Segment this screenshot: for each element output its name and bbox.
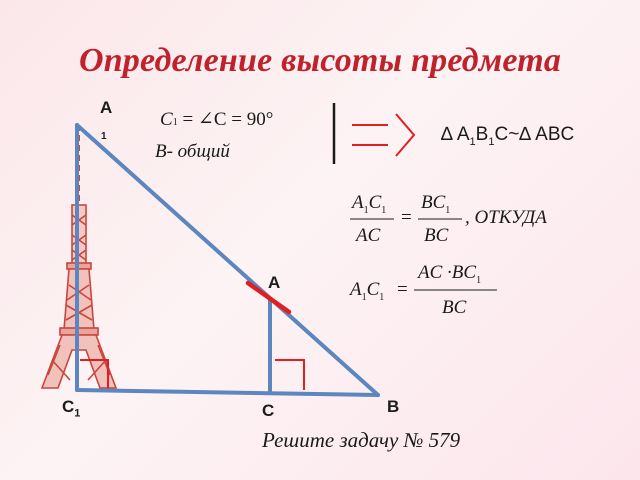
label-c: C: [262, 401, 275, 420]
right-angle-mark-c: [275, 359, 305, 390]
stick-top-marker: [245, 280, 292, 315]
label-c1: C1: [62, 397, 81, 420]
task-text: Решите задачу № 579: [262, 428, 461, 452]
similarity-statement: ∆ A1B1C~∆ ABC: [441, 124, 575, 148]
label-b: B: [387, 397, 400, 416]
label-a1: A: [100, 98, 113, 117]
label-a: A: [268, 273, 281, 292]
big-triangle: [75, 123, 380, 397]
right-angle-mark-c1: [80, 359, 109, 388]
condition-common: B- общий: [155, 141, 230, 162]
condition-angle: C1 = ∠C = 90°: [160, 109, 274, 130]
implies-arrow-icon: [352, 113, 416, 157]
label-a1-sub: 1: [101, 131, 107, 142]
slide-title: Определение высоты предмета: [78, 42, 562, 79]
